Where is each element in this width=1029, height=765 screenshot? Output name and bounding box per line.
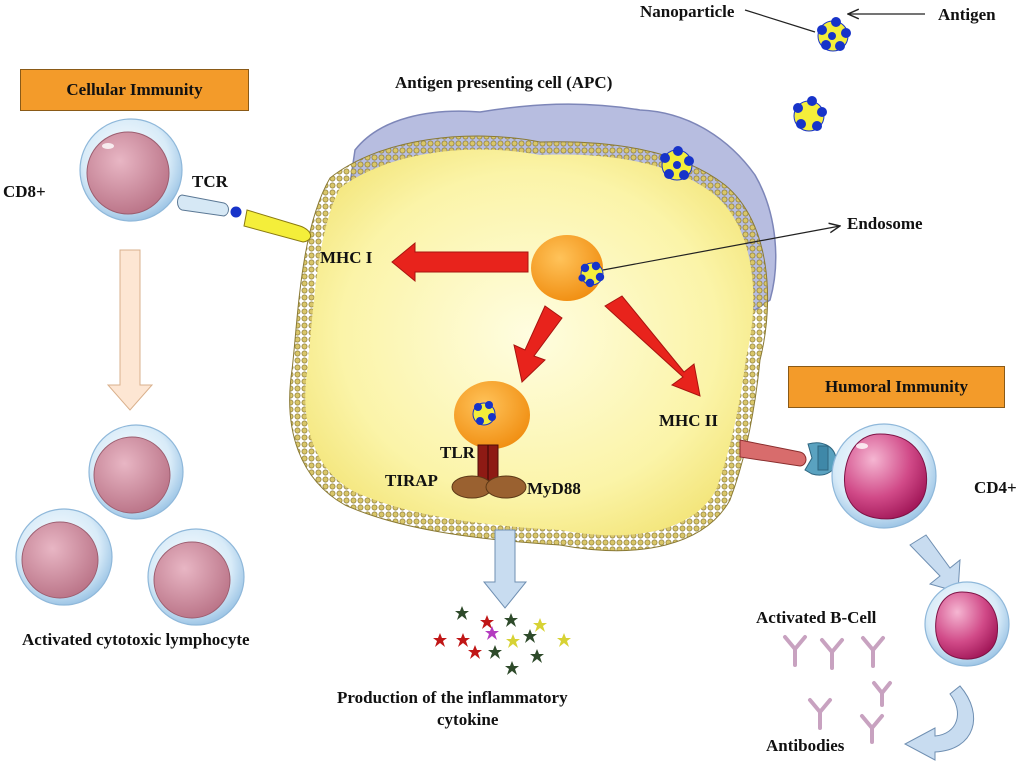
antigen-label: Antigen: [938, 5, 996, 24]
tcr-label: TCR: [192, 172, 228, 191]
arrow-to-cytokines: [482, 529, 528, 609]
tlr-endosome: [454, 381, 530, 449]
red-arrows: [391, 241, 701, 397]
nanoparticle-middle: [793, 96, 827, 132]
nanoparticle-entering: [660, 146, 694, 181]
nanoparticle-top: [817, 17, 851, 52]
tlr-label: TLR: [440, 443, 475, 462]
cd4-label: CD4+: [974, 478, 1017, 497]
nanoparticle-label: Nanoparticle: [640, 2, 735, 21]
endosome: [531, 235, 605, 301]
tlr-receptor: [451, 444, 527, 499]
activated-ctl-label: Activated cytotoxic lymphocyte: [22, 630, 250, 649]
arrow-to-mhc2: [604, 295, 701, 397]
activated-bcell-label: Activated B-Cell: [756, 608, 877, 627]
tcr-receptor: [177, 194, 311, 243]
arrow-to-mhc1: [391, 241, 529, 283]
cellular-immunity-box: Cellular Immunity: [20, 69, 249, 111]
arrow-bcell-to-antibodies: [903, 685, 975, 761]
cd4-cell: [831, 423, 937, 529]
b-cell: [924, 581, 1010, 667]
apc-label: Antigen presenting cell (APC): [395, 73, 613, 92]
cd8-label: CD8+: [3, 182, 46, 201]
mhc2-label: MHC II: [659, 411, 719, 430]
cd8-cell: [79, 118, 183, 222]
cytokine-label-line1: Production of the inflammatory: [337, 688, 568, 707]
mhc2-receptor: [739, 439, 837, 476]
humoral-immunity-box: Humoral Immunity: [788, 366, 1005, 408]
mhc1-label: MHC I: [320, 248, 373, 267]
endosome-pointer: [602, 226, 840, 271]
arrow-cd4-to-bcell: [909, 534, 961, 593]
arrow-to-tlr: [513, 305, 563, 383]
endosome-label: Endosome: [847, 214, 923, 233]
arrow-cd8-down: [106, 249, 154, 411]
antibodies: [783, 635, 892, 744]
antibodies-label: Antibodies: [766, 736, 845, 755]
cytokine-stars: [433, 606, 571, 675]
myd88-label: MyD88: [527, 479, 581, 498]
cytokine-label-line2: cytokine: [437, 710, 499, 729]
tirap-label: TIRAP: [385, 471, 438, 490]
activated-ctl-cells: [15, 424, 245, 626]
nanoparticle-pointer: [744, 9, 816, 33]
